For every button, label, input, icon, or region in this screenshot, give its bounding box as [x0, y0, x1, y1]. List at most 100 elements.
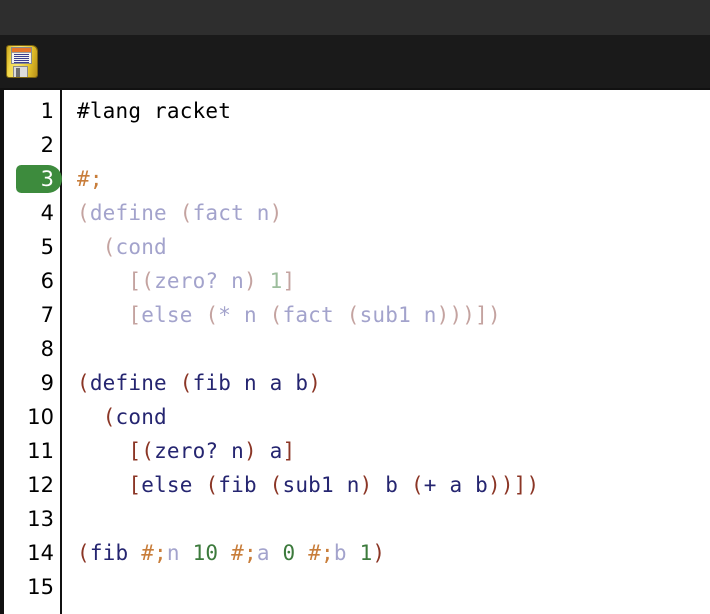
code-token-commented_paren: (: [269, 303, 283, 327]
code-line[interactable]: 10 (cond: [4, 400, 710, 434]
code-token-commented_identifier: fact: [282, 303, 334, 327]
code-token-paren: (: [102, 405, 116, 429]
code-token-commented_identifier: [257, 303, 270, 327]
code-line-text: [else (fib (sub1 n) b (+ a b))]): [77, 468, 539, 502]
line-number: 5: [40, 235, 54, 259]
code-token-identifier: [270, 541, 283, 565]
code-token-identifier: sub1 n: [282, 473, 360, 497]
code-token-paren: [(: [128, 439, 155, 463]
code-line-text: (cond: [77, 230, 167, 264]
code-token-paren: (: [77, 541, 90, 565]
code-line[interactable]: 8: [4, 332, 710, 366]
code-line[interactable]: 7 [else (* n (fact (sub1 n)))]): [4, 298, 710, 332]
line-number: 7: [40, 303, 54, 327]
code-line[interactable]: 2: [4, 128, 710, 162]
line-number: 6: [40, 269, 54, 293]
code-token-paren: ]: [282, 439, 296, 463]
code-line[interactable]: 13: [4, 502, 710, 536]
line-number: 12: [27, 473, 54, 497]
code-token-identifier: [77, 439, 128, 463]
code-token-paren: (: [269, 473, 283, 497]
code-line-text: (cond: [77, 400, 167, 434]
code-token-commented_number: 1: [269, 269, 283, 293]
code-token-commented_identifier: define: [89, 201, 167, 225]
code-line[interactable]: 4(define (fact n): [4, 196, 710, 230]
code-token-identifier: [218, 541, 231, 565]
code-token-commented_paren: (: [179, 201, 193, 225]
floppy-disk-save-icon[interactable]: [7, 46, 37, 77]
code-token-paren: ): [243, 439, 257, 463]
code-token-commented_identifier: [334, 303, 347, 327]
code-token-identifier: [347, 541, 360, 565]
code-token-commented_paren: (: [205, 303, 219, 327]
code-line-text: [(zero? n) 1]: [77, 264, 295, 298]
code-line[interactable]: 12 [else (fib (sub1 n) b (+ a b))]): [4, 468, 710, 502]
code-token-identifier: [128, 541, 141, 565]
window-titlebar: [0, 0, 710, 35]
code-token-comment_marker: #;: [231, 541, 257, 565]
code-token-paren: (: [179, 371, 193, 395]
code-token-commented_identifier: cond: [115, 235, 167, 259]
code-line[interactable]: 11 [(zero? n) a]: [4, 434, 710, 468]
code-token-commented_identifier: zero? n: [154, 269, 244, 293]
code-token-paren: ): [372, 541, 386, 565]
code-token-commented_paren: )))]): [436, 303, 501, 327]
code-line[interactable]: 5 (cond: [4, 230, 710, 264]
code-token-commented_identifier: else: [141, 303, 193, 327]
code-token-commented_paren: ]: [282, 269, 296, 293]
line-number: 11: [27, 439, 54, 463]
line-number: 15: [27, 575, 54, 599]
code-line[interactable]: 1 #lang racket: [4, 94, 710, 128]
code-line-text: (fib #;n 10 #;a 0 #;b 1): [77, 536, 385, 570]
line-number: 14: [27, 541, 54, 565]
line-number: 4: [40, 201, 54, 225]
code-token-commented_paren: ): [269, 201, 283, 225]
code-line[interactable]: 3 #;: [4, 162, 710, 196]
code-token-paren: ): [308, 371, 322, 395]
code-token-commented_paren: (: [346, 303, 360, 327]
line-number: 2: [40, 133, 54, 157]
code-token-commented_identifier: [257, 269, 270, 293]
code-token-commented_paren: [(: [128, 269, 155, 293]
code-line[interactable]: 9(define (fib n a b): [4, 366, 710, 400]
code-token-paren: (: [410, 473, 424, 497]
line-number: 3: [40, 167, 54, 191]
code-token-comment_marker: #;: [308, 541, 334, 565]
code-token-commented_identifier: [77, 303, 128, 327]
code-token-paren: ): [359, 473, 373, 497]
active-line-badge: [16, 165, 62, 193]
code-token-commented_identifier: [167, 201, 180, 225]
code-token-plain: #lang racket: [77, 99, 232, 123]
code-token-identifier: [167, 371, 180, 395]
floppy-shutter: [13, 66, 28, 77]
code-token-paren: (: [205, 473, 219, 497]
code-token-identifier: fib: [218, 473, 257, 497]
code-token-identifier: fib n a b: [192, 371, 309, 395]
floppy-label-lines: [12, 53, 31, 63]
code-token-number: 0: [282, 541, 296, 565]
code-token-commented_paren: ): [243, 269, 257, 293]
code-token-identifier: else: [141, 473, 193, 497]
code-line-text: [else (* n (fact (sub1 n)))]): [77, 298, 501, 332]
code-token-commented_identifier: [77, 269, 128, 293]
line-number: 13: [27, 507, 54, 531]
code-token-commented_paren: (: [77, 201, 90, 225]
gutter-divider: [60, 90, 62, 614]
code-token-identifier: [257, 439, 270, 463]
code-token-number: 10: [192, 541, 219, 565]
code-token-identifier: [193, 473, 206, 497]
code-token-commented_identifier: a: [256, 541, 270, 565]
code-token-identifier: zero? n: [154, 439, 244, 463]
code-line-text: [(zero? n) a]: [77, 434, 295, 468]
code-line[interactable]: 6 [(zero? n) 1]: [4, 264, 710, 298]
code-line-text: #;: [77, 162, 103, 196]
code-token-identifier: define: [89, 371, 167, 395]
code-token-commented_identifier: n: [166, 541, 180, 565]
code-token-commented_identifier: [193, 303, 206, 327]
code-line[interactable]: 14(fib #;n 10 #;a 0 #;b 1): [4, 536, 710, 570]
code-line[interactable]: 15: [4, 570, 710, 604]
line-number: 1: [40, 99, 54, 123]
